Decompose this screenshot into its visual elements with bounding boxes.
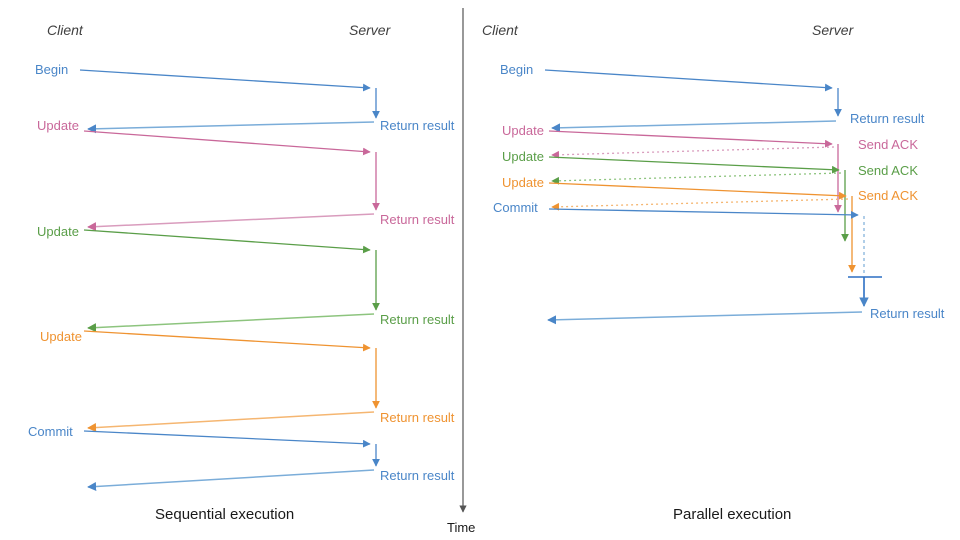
sequential-request-label-update3: Update — [40, 329, 82, 344]
message-commit-parallel — [547, 208, 882, 325]
sequential-server-role-label: Server — [349, 22, 391, 38]
message-update3-parallel — [548, 182, 856, 273]
sequential-request-label-begin: Begin — [35, 62, 69, 77]
message-update2-sequential — [83, 229, 380, 333]
parallel-request-label-update3: Update — [502, 175, 544, 190]
message-update1-sequential — [83, 130, 380, 232]
sequential-client-role-label: Client — [47, 22, 83, 38]
message-commit-sequential — [83, 430, 380, 492]
sequential-request-label-update2: Update — [37, 224, 79, 239]
sequential-reply-label-commit: Return result — [380, 468, 455, 483]
message-begin-sequential — [79, 69, 380, 134]
sequential-request-label-update1: Update — [37, 118, 79, 133]
time-axis-label: Time — [447, 520, 476, 535]
sequential-panel-caption: Sequential execution — [155, 506, 295, 523]
parallel-reply-label-commit: Return result — [870, 306, 945, 321]
panel-parallel-arrows — [544, 69, 882, 325]
panel-sequential-arrows — [79, 69, 380, 492]
parallel-client-role-label: Client — [482, 22, 518, 38]
parallel-reply-label-update3: Send ACK — [858, 188, 918, 203]
sequential-reply-label-begin: Return result — [380, 118, 455, 133]
parallel-server-role-label: Server — [812, 22, 854, 38]
parallel-request-label-begin: Begin — [500, 62, 534, 77]
parallel-request-label-update2: Update — [502, 149, 544, 164]
message-update3-sequential — [83, 330, 380, 433]
parallel-panel-caption: Parallel execution — [673, 506, 792, 523]
parallel-reply-label-update1: Send ACK — [858, 137, 918, 152]
parallel-request-label-commit: Commit — [493, 200, 538, 215]
parallel-reply-label-begin: Return result — [850, 111, 925, 126]
sequential-reply-label-update2: Return result — [380, 312, 455, 327]
sequential-request-label-commit: Commit — [28, 424, 73, 439]
sequential-reply-label-update1: Return result — [380, 212, 455, 227]
parallel-reply-label-update2: Send ACK — [858, 163, 918, 178]
message-update2-parallel — [548, 156, 849, 242]
parallel-request-label-update1: Update — [502, 123, 544, 138]
message-begin-parallel — [544, 69, 842, 133]
message-update1-parallel — [548, 130, 842, 213]
sequential-reply-label-update3: Return result — [380, 410, 455, 425]
